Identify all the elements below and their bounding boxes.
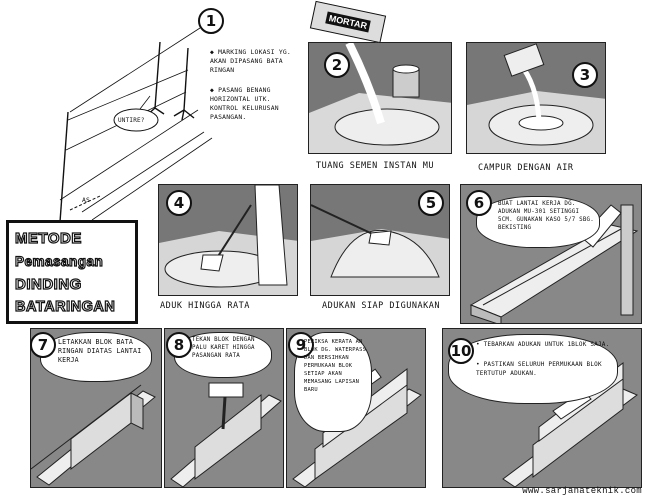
step-8-number: 8 (166, 332, 192, 358)
step-7-note: LETAKKAN BLOK BATA RINGAN DIATAS LANTAI … (58, 338, 142, 364)
step-7-number: 7 (30, 332, 56, 358)
step-4-number: 4 (166, 190, 192, 216)
step-4-caption: ADUK HINGGA RATA (160, 301, 250, 311)
step-8-note: TEKAN BLOK DENGAN PALU KARET HINGGA PASA… (192, 337, 255, 359)
title-line-2: Pemasangan (14, 253, 104, 269)
step-10-number: 10 (448, 338, 474, 364)
title-line-3: DINDING (14, 275, 82, 293)
bullet-icon: • (476, 341, 484, 348)
step-1-note-1: MARKING LOKASI YG. AKAN DIPASANG BATA RI… (210, 48, 291, 74)
step-1-note-bullet-1: ◆ MARKING LOKASI YG. AKAN DIPASANG BATA … (210, 48, 302, 75)
step-3-number: 3 (572, 62, 598, 88)
step-10-note-2: PASTIKAN SELURUH PERMUKAAN BLOK TERTUTUP… (476, 361, 602, 377)
step-3-caption: CAMPUR DENGAN AIR (478, 163, 574, 173)
bullet-icon: ◆ (210, 48, 219, 56)
step-1-label-untiet: UNTIRE? (118, 117, 145, 124)
step-1-note-bullet-2: ◆ PASANG BENANG HORIZONTAL UTK. KONTROL … (210, 86, 302, 122)
step-1-note-2: PASANG BENANG HORIZONTAL UTK. KONTROL KE… (210, 86, 279, 121)
step-5-illustration (311, 185, 449, 295)
mortar-bag-label: MORTAR (324, 11, 372, 33)
step-3-panel (466, 42, 606, 154)
step-2-caption: TUANG SEMEN INSTAN MU (316, 161, 434, 171)
step-9-note: PERIKSA KERATA AN BLOK DG. WATERPASS DAN… (304, 339, 367, 393)
step-2-number: 2 (324, 52, 350, 78)
step-10-bubble (448, 334, 618, 404)
step-10-note-bullet-1: • TEBARKAN ADUKAN UNTUK 1BLOK SAJA. (476, 340, 616, 349)
step-6-note: BUAT LANTAI KERJA DG. ADUKAN MU-301 SETI… (498, 201, 594, 231)
step-6-number: 6 (466, 190, 492, 216)
step-6-bubble (476, 196, 600, 248)
step-9-number: 9 (288, 332, 314, 358)
step-10-note-bullet-2: • PASTIKAN SELURUH PERMUKAAN BLOK TERTUT… (476, 360, 616, 378)
step-5-panel (310, 184, 450, 296)
bullet-icon: ◆ (210, 86, 219, 94)
website-footer: www.sarjanateknik.com (522, 486, 642, 496)
step-1-number: 1 (198, 8, 224, 34)
step-10-note-1: TEBARKAN ADUKAN UNTUK 1BLOK SAJA. (483, 341, 610, 348)
title-line-4: BATARINGAN (14, 298, 116, 315)
step-5-number: 5 (418, 190, 444, 216)
step-3-illustration (467, 43, 605, 153)
bullet-icon: • (476, 361, 484, 368)
title-box: METODE Pemasangan DINDING BATARINGAN (6, 220, 138, 324)
step-7-bubble (40, 332, 152, 382)
step-1-label-as: AS (82, 196, 91, 204)
title-line-1: METODE (14, 229, 82, 247)
step-5-caption: ADUKAN SIAP DIGUNAKAN (322, 301, 440, 311)
